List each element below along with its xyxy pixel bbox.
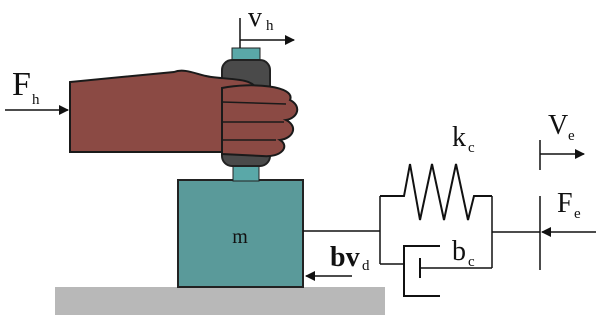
damping-force-label: bv <box>330 242 360 273</box>
human-velocity-label: v <box>248 2 262 33</box>
damper-label: b <box>452 236 466 267</box>
handle-top-cap <box>231 47 261 61</box>
handle-bottom-connector <box>232 164 260 182</box>
mass-block <box>177 179 304 288</box>
human-velocity-subscript: h <box>266 18 274 34</box>
mass-label: m <box>232 226 248 248</box>
human-force-label: F <box>12 66 31 103</box>
env-velocity-subscript: e <box>568 128 575 144</box>
damping-force-subscript: d <box>362 258 370 274</box>
fingers <box>221 84 299 158</box>
env-velocity-label: V <box>548 110 568 141</box>
spring <box>380 163 492 221</box>
damper-subscript: c <box>468 254 475 270</box>
damper-housing <box>403 245 440 297</box>
env-force-label: F <box>557 188 573 219</box>
spring-label: k <box>452 122 466 153</box>
env-force-subscript: e <box>574 206 581 222</box>
spring-subscript: c <box>468 140 475 156</box>
human-force-subscript: h <box>32 92 40 108</box>
ground <box>55 287 385 315</box>
